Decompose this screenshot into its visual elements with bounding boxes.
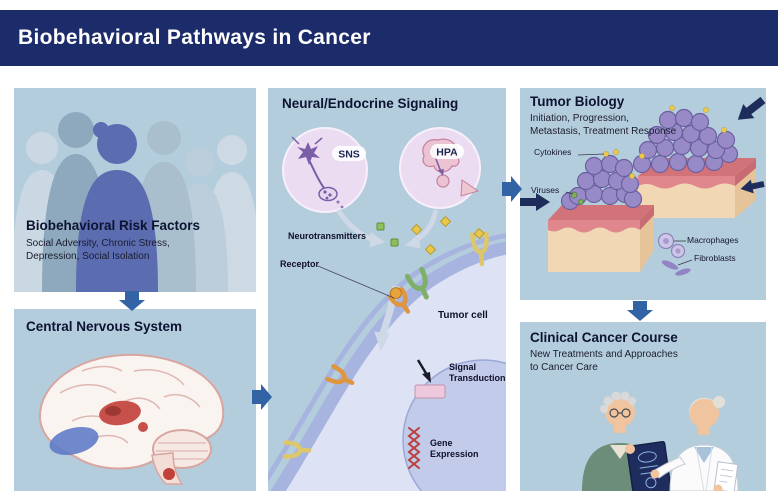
sns-label: SNS [338, 149, 360, 161]
doctor-figure [650, 396, 739, 491]
signal-transduction-label: Signal Transduction [449, 362, 506, 383]
silhouette-person-foreground [76, 122, 158, 292]
doctor-hand [650, 469, 660, 479]
neurotransmitter-molecules [376, 215, 452, 256]
macrophage-cells [657, 232, 686, 259]
brain-illustration [38, 353, 225, 485]
title-bar: Biobehavioral Pathways in Cancer [0, 10, 778, 66]
tumor-biology-panel: Tumor Biology Initiation, Progression, M… [520, 88, 766, 300]
receptor-with-ligand-icon [387, 287, 411, 314]
flow-arrow-tumor-to-clinical [627, 301, 653, 321]
cytokine-dots [603, 105, 727, 179]
flow-arrow-cns-to-signaling [252, 384, 272, 410]
tumor-biology-illustration [520, 96, 766, 276]
fibroblast-cells [661, 260, 691, 276]
clinical-course-panel: Clinical Cancer Course New Treatments an… [520, 322, 766, 491]
signaling-illustration: SNS HPA [268, 127, 506, 491]
receptor-icon [470, 227, 489, 267]
receptor-icons [282, 227, 489, 459]
risk-panel-subtitle: Social Adversity, Chronic Stress, Depres… [26, 238, 170, 262]
clinical-panel-title: Clinical Cancer Course [530, 330, 678, 345]
brainstem-activation-spot [163, 468, 175, 480]
clipboard [713, 461, 739, 491]
neurotransmitters-label: Neurotransmitters [288, 231, 367, 241]
risk-panel-title: Biobehavioral Risk Factors [26, 218, 201, 233]
activation-spot [138, 422, 148, 432]
receptor-leader-line [317, 265, 395, 299]
signal-transduction-icon [414, 359, 446, 399]
patient-hair [600, 391, 636, 415]
cns-panel: Central Nervous System [14, 309, 256, 491]
receptor-icon [404, 266, 429, 300]
clinical-panel-subtitle: New Treatments and Approaches to Cancer … [530, 349, 678, 373]
neuron-icon [291, 136, 344, 209]
receptor-label: Receptor [280, 259, 320, 269]
doctor-hand [713, 484, 723, 491]
gene-expression-label: Gene Expression [430, 438, 479, 459]
tumor-cells-cluster [632, 108, 739, 174]
risk-factors-panel: Biobehavioral Risk Factors Social Advers… [14, 88, 256, 292]
patient-hand [625, 444, 635, 454]
prefrontal-activation-region [49, 427, 99, 455]
signaling-panel-title: Neural/Endocrine Signaling [282, 96, 459, 111]
label-leader-lines [565, 153, 693, 266]
doctor-arm [654, 456, 686, 479]
cns-panel-title: Central Nervous System [26, 319, 183, 334]
hpa-label: HPA [436, 147, 458, 159]
flow-arrow-signaling-to-tumor [502, 176, 522, 202]
macrophages-label: Macrophages [687, 235, 739, 245]
page-title: Biobehavioral Pathways in Cancer [18, 26, 371, 49]
receptor-icon [325, 364, 355, 386]
xray-image-marks [637, 451, 659, 489]
limbic-core [105, 406, 121, 416]
glasses-icon [609, 408, 631, 418]
tumor-tissue-block-front [548, 205, 654, 272]
tumor-cells-cluster [560, 154, 643, 211]
dna-icon [407, 427, 421, 469]
patient-doctor-illustration [582, 391, 739, 491]
hpa-circle: HPA [399, 127, 481, 209]
people-silhouettes-illustration [14, 112, 256, 292]
viruses-label: Viruses [531, 185, 560, 195]
doctor-hair [689, 396, 725, 416]
tumor-panel-title: Tumor Biology [530, 94, 625, 109]
fibroblasts-label: Fibroblasts [694, 253, 736, 263]
tumor-panel-subtitle: Initiation, Progression, Metastasis, Tre… [530, 113, 677, 137]
sns-circle: SNS [282, 127, 368, 213]
signaling-panel: SNS HPA [268, 88, 506, 491]
tumor-cell-label: Tumor cell [438, 310, 488, 321]
flow-arrow-risk-to-cns [119, 291, 145, 311]
cytokines-label: Cytokines [534, 147, 572, 157]
receptor-icon [282, 440, 312, 459]
invasion-arrows [520, 96, 766, 211]
